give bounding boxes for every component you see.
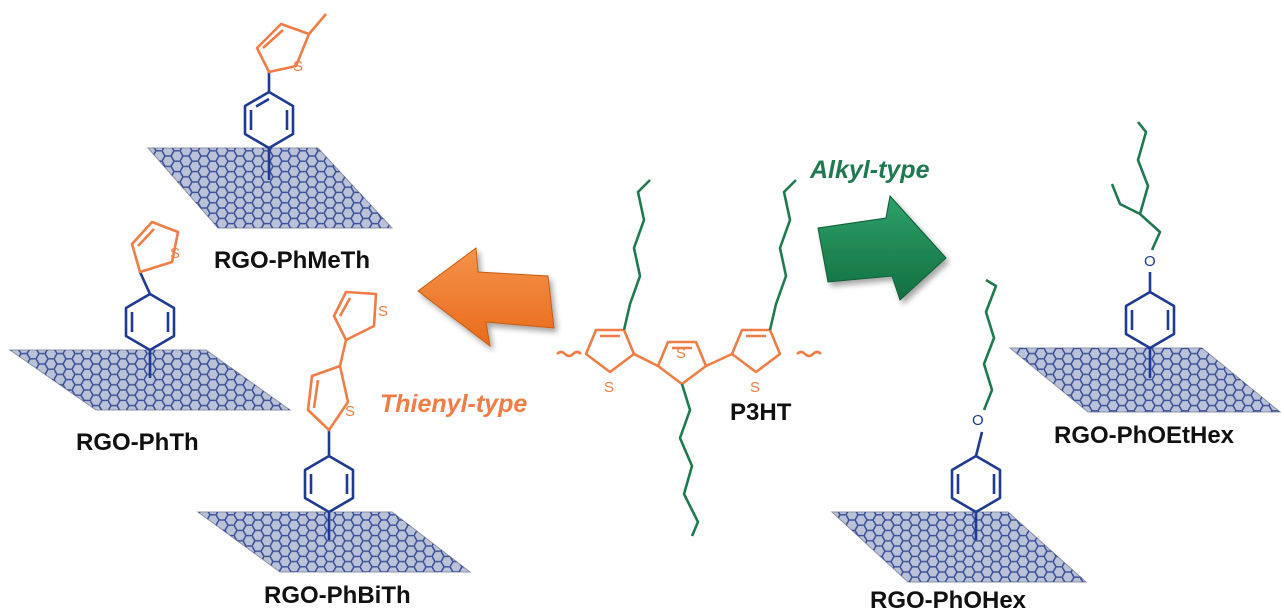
graphene-sheet-phohex — [830, 511, 1088, 583]
sulfur-atom-phmeth: S — [293, 58, 303, 75]
label-rgo-phbith: RGO-PhBiTh — [264, 582, 411, 609]
graphene-sheet-phbith — [196, 511, 472, 573]
label-rgo-phmeth: RGO-PhMeTh — [214, 247, 370, 274]
label-p3ht: P3HT — [730, 399, 792, 426]
molecule-phbith: S S — [303, 290, 388, 540]
label-alkyl-type: Alkyl-type — [809, 156, 930, 184]
molecule-phohex: O — [950, 278, 1002, 540]
molecule-phmeth: S — [243, 13, 327, 180]
oxygen-atom-phoethex: O — [1144, 253, 1156, 270]
label-thienyl-type: Thienyl-type — [380, 390, 527, 418]
graphene-sheet-phmeth — [146, 147, 394, 229]
graphene-sheet-phth — [8, 349, 292, 411]
sulfur-atom-phbith-lower: S — [345, 403, 355, 420]
sulfur-atom-phth: S — [170, 245, 180, 262]
label-rgo-phohex: RGO-PhOHex — [870, 587, 1027, 613]
molecule-p3ht: S S S — [556, 179, 822, 537]
sulfur-atom-p3ht-center: S — [676, 345, 686, 362]
label-rgo-phth: RGO-PhTh — [76, 429, 199, 456]
oxygen-atom-phohex: O — [972, 412, 984, 429]
sulfur-atom-p3ht-left: S — [604, 379, 614, 396]
arrow-right-icon — [817, 194, 947, 301]
sulfur-atom-p3ht-right: S — [750, 379, 760, 396]
molecule-phth: S — [124, 220, 180, 378]
graphene-sheet-phoethex — [1008, 347, 1282, 413]
label-rgo-phoethex: RGO-PhOEtHex — [1054, 422, 1235, 449]
molecule-phoethex: O — [1110, 121, 1176, 378]
sulfur-atom-phbith-upper: S — [378, 303, 388, 320]
arrow-left-icon — [417, 247, 555, 348]
